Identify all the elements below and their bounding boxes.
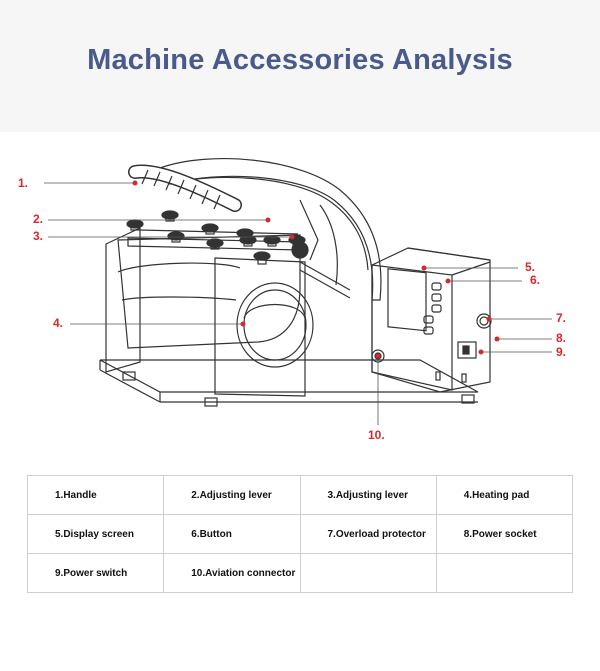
- callout-1: 1.: [18, 176, 29, 190]
- callout-4: 4.: [53, 316, 64, 330]
- legend-cell: 9.Power switch: [26, 553, 165, 593]
- page-title: Machine Accessories Analysis: [87, 44, 513, 76]
- control-buttons: [423, 282, 442, 335]
- mug-press-drawing: [44, 157, 552, 425]
- legend-cell: 10.Aviation connector: [163, 553, 301, 593]
- callout-2: 2.: [33, 212, 44, 226]
- callout-6: 6.: [530, 273, 541, 287]
- legend-cell: [435, 553, 574, 593]
- adjusting-knobs: [126, 210, 306, 265]
- legend-row: 1.Handle 2.Adjusting lever 3.Adjusting l…: [26, 475, 574, 515]
- overload-protector: [476, 313, 492, 329]
- legend-row: 9.Power switch 10.Aviation connector: [26, 553, 574, 593]
- lever-arm: [159, 157, 382, 301]
- heater-body: [117, 234, 301, 349]
- foot: [122, 371, 136, 381]
- callout-10: 10.: [368, 428, 385, 442]
- display-screen: [387, 268, 427, 332]
- base-plate: [99, 359, 479, 393]
- callout-5: 5.: [525, 260, 536, 274]
- legend-cell: 4.Heating pad: [435, 475, 574, 515]
- legend-cell: 3.Adjusting lever: [299, 475, 437, 515]
- callout-9: 9.: [556, 345, 567, 359]
- legend-cell: 6.Button: [163, 514, 301, 554]
- legend-cell: [299, 553, 437, 593]
- heating-pad-ring: [236, 282, 314, 368]
- machine-diagram: 1. 2. 3. 4. 5. 6. 7. 8. 9. 10.: [0, 132, 600, 462]
- legend-row: 5.Display screen 6.Button 7.Overload pro…: [26, 514, 574, 554]
- parts-legend-table: 1.Handle 2.Adjusting lever 3.Adjusting l…: [26, 475, 574, 593]
- power-switch: [457, 341, 477, 359]
- header-band: Machine Accessories Analysis: [0, 0, 600, 132]
- handle-grip: [128, 164, 242, 212]
- legend-cell: 7.Overload protector: [299, 514, 437, 554]
- legend-cell: 1.Handle: [26, 475, 165, 515]
- front-plate: [214, 257, 306, 397]
- callout-3: 3.: [33, 229, 44, 243]
- legend-cell: 8.Power socket: [435, 514, 574, 554]
- control-box: [371, 247, 491, 393]
- callout-leaders: [44, 180, 552, 425]
- callout-8: 8.: [556, 331, 567, 345]
- legend-cell: 2.Adjusting lever: [163, 475, 301, 515]
- callout-7: 7.: [556, 311, 567, 325]
- legend-cell: 5.Display screen: [26, 514, 165, 554]
